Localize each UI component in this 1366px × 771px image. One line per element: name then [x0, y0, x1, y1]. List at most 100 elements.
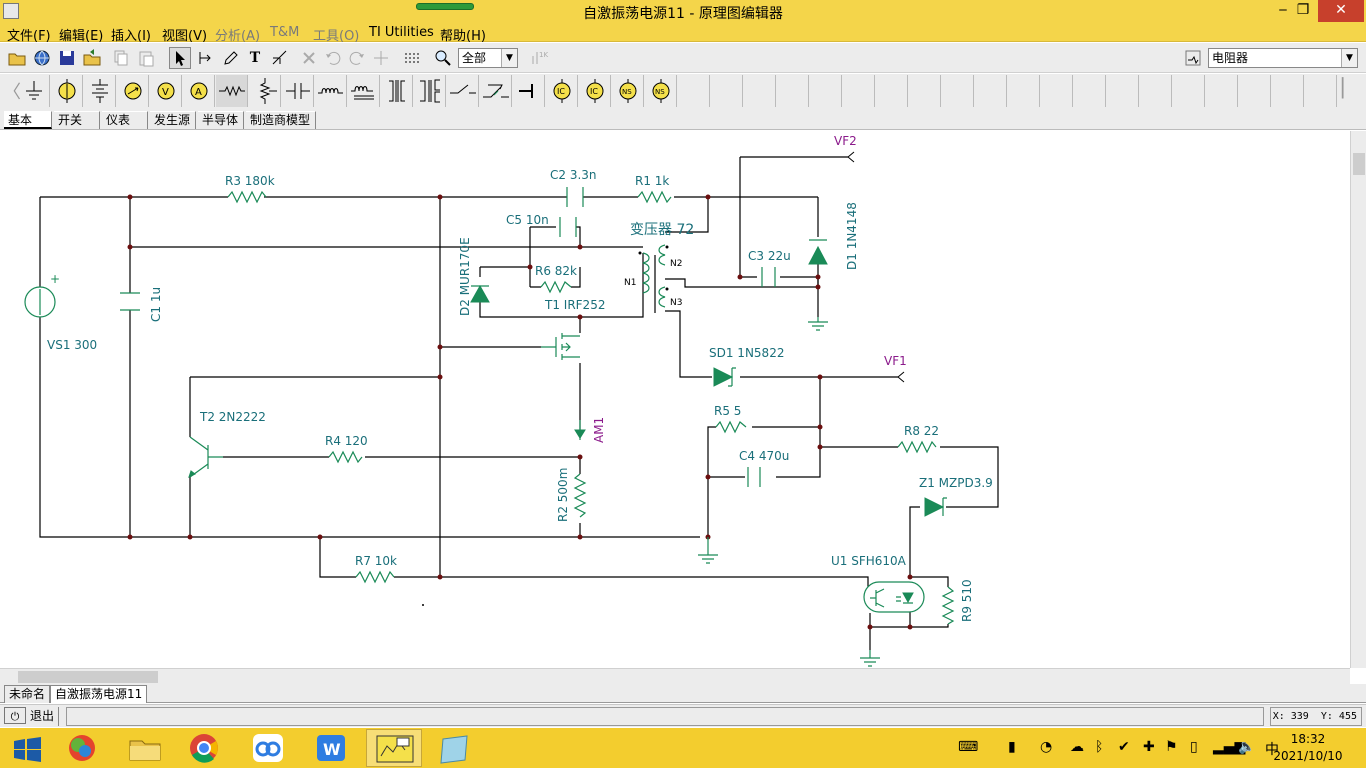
potentiometer-icon[interactable] [249, 75, 281, 107]
security-icon[interactable]: ✔ [1118, 739, 1130, 755]
t1-mosfet-icon[interactable] [541, 333, 580, 360]
current-source-icon[interactable] [117, 75, 149, 107]
vf1-port-icon[interactable] [897, 371, 905, 383]
undo-icon[interactable] [322, 47, 344, 69]
terminal-icon[interactable] [513, 75, 545, 107]
notebook-app-icon[interactable] [427, 729, 483, 767]
parameter-icon[interactable]: 1K [528, 47, 550, 69]
horizontal-scrollbar[interactable] [0, 668, 1350, 684]
zoom-icon[interactable] [432, 47, 454, 69]
menu-help[interactable]: 帮助(H) [440, 29, 486, 44]
r2-resistor-icon[interactable] [573, 473, 587, 518]
system-clock[interactable]: 18:32 2021/10/10 [1268, 731, 1348, 765]
voltmeter-icon[interactable]: V [150, 75, 182, 107]
d1-diode-icon[interactable] [808, 239, 828, 265]
tab-current-document[interactable]: 自激振荡电源11 [50, 685, 148, 703]
d2-diode-icon[interactable] [470, 284, 490, 303]
scroll-thumb[interactable] [1353, 153, 1365, 175]
cloud-sync-icon[interactable]: ☁ [1070, 739, 1084, 755]
sd1-diode-icon[interactable] [713, 367, 736, 387]
r7-resistor-icon[interactable] [355, 570, 395, 584]
tab-untitled[interactable]: 未命名 [4, 685, 51, 703]
file-explorer-icon[interactable] [117, 729, 173, 767]
tab-switches[interactable]: 开关 [54, 111, 100, 129]
scroll-right-icon[interactable]: ▏ [1342, 78, 1356, 99]
signal-icon[interactable]: ▂▄▆ [1213, 739, 1246, 755]
scroll-left-icon[interactable]: 〈 [3, 82, 21, 103]
volume-icon[interactable]: 🔈 [1238, 739, 1256, 755]
restore-button[interactable]: ❐ [1296, 2, 1310, 18]
menu-insert[interactable]: 插入(I) [111, 29, 151, 44]
grid-icon[interactable] [401, 47, 423, 69]
vs1-source-icon[interactable] [24, 286, 56, 318]
transformer-icon[interactable] [642, 244, 666, 313]
zoom-select[interactable]: 全部▼ [458, 48, 518, 68]
junction-tool-icon[interactable] [370, 47, 392, 69]
c1-capacitor-icon[interactable] [120, 292, 140, 311]
switch-icon[interactable] [447, 75, 479, 107]
keyboard-icon[interactable]: ⌨ [958, 739, 979, 755]
wps-office-icon[interactable]: W [303, 729, 359, 767]
tab-sources[interactable]: 发生源 [150, 111, 196, 129]
battery-icon[interactable] [84, 75, 116, 107]
cloud-drive-icon[interactable] [240, 729, 296, 767]
close-button[interactable]: ✕ [1318, 0, 1364, 22]
paste-icon[interactable] [135, 47, 157, 69]
transformer-icon[interactable] [381, 75, 413, 107]
open-folder-icon[interactable] [6, 47, 28, 69]
r6-resistor-icon[interactable] [540, 280, 572, 294]
voltage-source-icon[interactable] [51, 75, 83, 107]
tab-semiconductors[interactable]: 半导体 [198, 111, 244, 129]
core-inductor-icon[interactable] [348, 75, 380, 107]
z1-zener-icon[interactable] [924, 497, 947, 517]
vertical-scrollbar[interactable] [1350, 131, 1366, 668]
place-component-icon[interactable] [1182, 47, 1204, 69]
select-arrow-icon[interactable] [169, 47, 191, 69]
vf2-port-icon[interactable] [847, 151, 855, 163]
r9-resistor-icon[interactable] [941, 586, 955, 625]
menu-tools[interactable]: 工具(O) [313, 29, 360, 44]
copy-icon[interactable] [110, 47, 132, 69]
minimize-button[interactable]: ‒ [1278, 2, 1288, 18]
tab-basic[interactable]: 基本 [4, 111, 52, 129]
ns-source-icon[interactable]: NS [612, 75, 644, 107]
ground-icon[interactable] [18, 75, 50, 107]
open-file-icon[interactable] [81, 47, 103, 69]
pencil-icon[interactable] [219, 47, 241, 69]
menu-edit[interactable]: 编辑(E) [59, 29, 104, 44]
ic-source-icon[interactable]: IC [546, 75, 578, 107]
menu-analysis[interactable]: 分析(A) [215, 29, 261, 44]
ammeter-icon[interactable]: A [183, 75, 215, 107]
wire-tool-icon[interactable] [194, 47, 216, 69]
inductor-icon[interactable] [315, 75, 347, 107]
menu-file[interactable]: 文件(F) [7, 29, 51, 44]
chrome-icon[interactable] [176, 729, 232, 767]
menu-ti-utilities[interactable]: TI Utilities [369, 25, 434, 40]
c2-capacitor-icon[interactable] [566, 187, 584, 207]
delete-icon[interactable] [298, 47, 320, 69]
scroll-thumb[interactable] [18, 671, 158, 683]
ime-indicator[interactable]: 中 [1265, 742, 1279, 758]
start-button[interactable] [0, 729, 56, 767]
schematic-canvas[interactable]: R3 180k C2 3.3n R1 1k C5 10n 变压器 72 R6 8… [0, 131, 1366, 668]
circuit-editor-taskbar-icon[interactable] [366, 729, 422, 767]
save-icon[interactable] [56, 47, 78, 69]
app-icon[interactable] [3, 3, 19, 19]
capacitor-icon[interactable] [282, 75, 314, 107]
r5-resistor-icon[interactable] [715, 420, 747, 434]
c3-capacitor-icon[interactable] [761, 267, 776, 287]
tab-meters[interactable]: 仪表 [102, 111, 148, 129]
transformer-3w-icon[interactable] [414, 75, 446, 107]
r1-resistor-icon[interactable] [637, 190, 672, 204]
exit-button[interactable]: ⏻退出 [4, 707, 60, 726]
menu-view[interactable]: 视图(V) [162, 29, 208, 44]
360-browser-icon[interactable] [54, 729, 110, 767]
resistor-icon[interactable] [216, 75, 248, 107]
globe-icon[interactable] [31, 47, 53, 69]
storage-icon[interactable]: ▯ [1190, 739, 1198, 755]
ammeter-am1-icon[interactable] [574, 420, 586, 440]
measure-tool-icon[interactable] [269, 47, 291, 69]
menu-tm[interactable]: T&M [270, 25, 300, 40]
redo-icon[interactable] [346, 47, 368, 69]
battery-status-icon[interactable]: ▮ [1008, 739, 1016, 755]
